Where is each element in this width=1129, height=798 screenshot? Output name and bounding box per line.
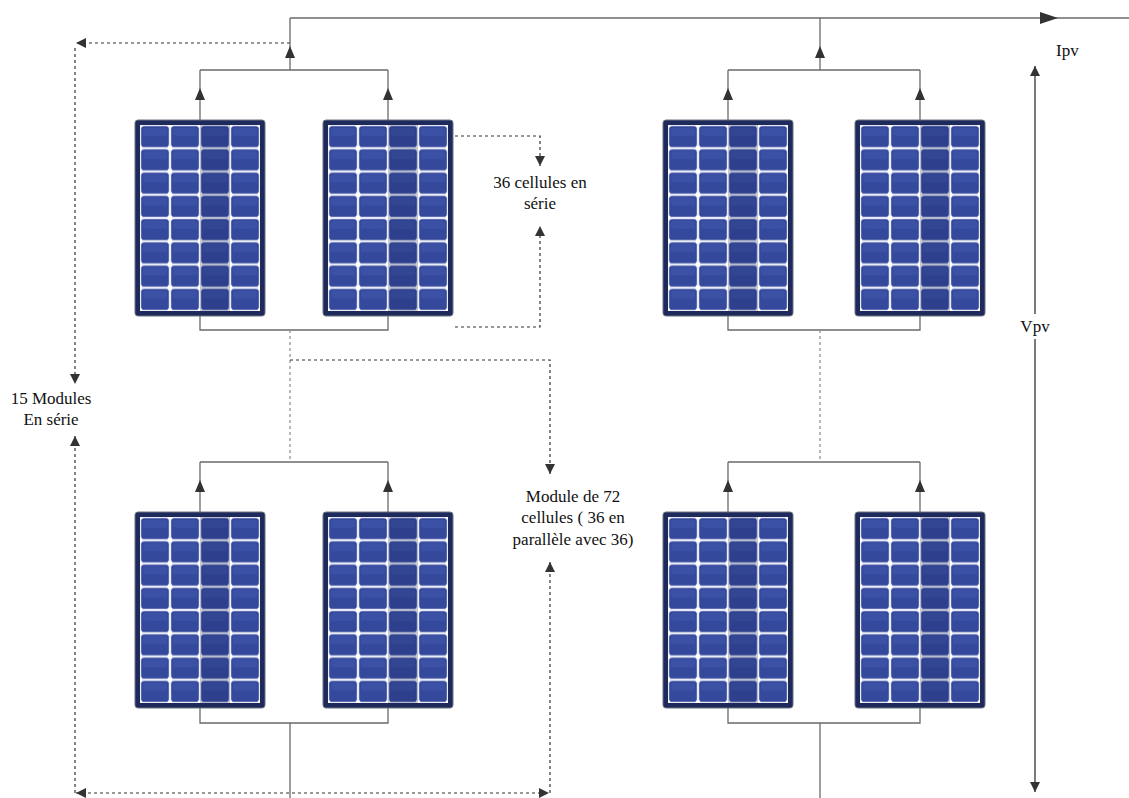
dimension-arrows	[75, 43, 550, 793]
solar-panel	[855, 120, 985, 316]
cell-count-note: 36 cellules en série	[478, 172, 602, 215]
current-label: Ipv	[1056, 40, 1116, 61]
solar-panel	[855, 512, 985, 708]
solar-panel	[323, 120, 453, 316]
voltage-label: Vpv	[1013, 314, 1057, 339]
module-count-note: 15 Modules En série	[2, 388, 100, 431]
solar-panel	[323, 512, 453, 708]
wiring	[200, 18, 1129, 798]
solar-panel	[663, 512, 793, 708]
voltage-arrow	[1034, 66, 1035, 792]
solar-panel	[663, 120, 793, 316]
series-link	[290, 330, 820, 462]
current-arrows	[195, 12, 1058, 492]
module-note: Module de 72 cellules ( 36 en parallèle …	[502, 486, 644, 550]
solar-panel	[135, 120, 265, 316]
solar-panel	[135, 512, 265, 708]
